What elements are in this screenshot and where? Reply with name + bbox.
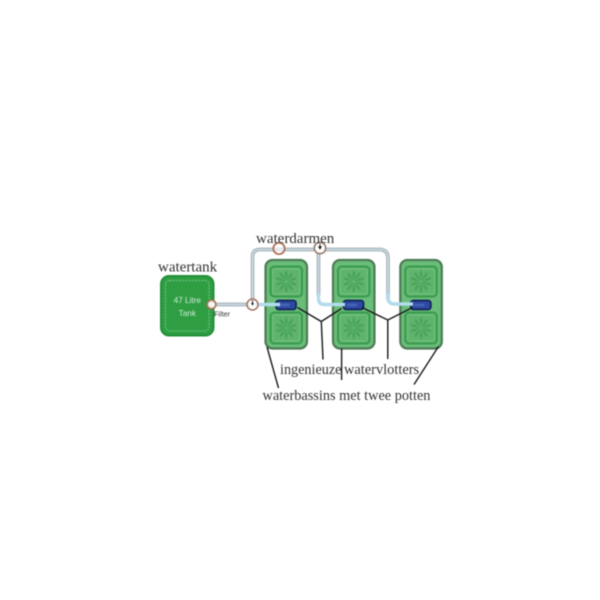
svg-text:waterdarmen: waterdarmen: [256, 231, 335, 247]
svg-text:watervlotters: watervlotters: [344, 362, 420, 378]
svg-text:watertank: watertank: [158, 260, 218, 276]
svg-text:47 Litre: 47 Litre: [174, 296, 202, 305]
svg-text:waterbassins met twee potten: waterbassins met twee potten: [263, 388, 431, 404]
svg-text:Filter: Filter: [214, 310, 231, 319]
svg-text:Tank: Tank: [179, 309, 197, 318]
svg-text:ingenieuze: ingenieuze: [280, 362, 341, 378]
